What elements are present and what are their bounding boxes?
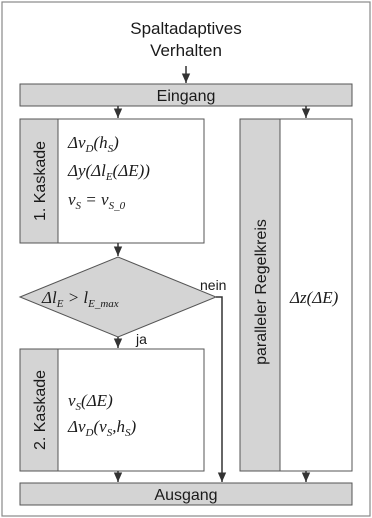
- decision-no-label: nein: [200, 277, 226, 293]
- cascade1-formula-3: vS = vS_0: [68, 190, 126, 212]
- cascade1-formula-2: Δy(ΔlE(ΔE)): [67, 161, 150, 183]
- decision-condition: ΔlE > lE_max: [41, 288, 119, 310]
- title-line-1: Spaltadaptives: [130, 19, 242, 38]
- parallel-label: paralleler Regelkreis: [253, 219, 270, 365]
- output-bar-label: Ausgang: [154, 487, 217, 504]
- decision-yes-label: ja: [135, 331, 147, 347]
- parallel-formula: Δz(ΔE): [289, 288, 339, 307]
- cascade2-formula-2: ΔvD(vS,hS): [67, 417, 136, 439]
- cascade1-formula-1: ΔvD(hS): [67, 133, 119, 155]
- cascade2-label: 2. Kaskade: [32, 370, 49, 450]
- parallel-label-column: [239, 118, 281, 472]
- cascade1-label-column: [19, 118, 59, 244]
- cascade2-label-column: [19, 348, 59, 472]
- input-bar-label: Eingang: [157, 88, 216, 105]
- cascade2-formula-1: vS(ΔE): [68, 391, 113, 413]
- input-bar: [19, 83, 353, 107]
- arrow-no-branch: [216, 296, 227, 482]
- title-line-2: Verhalten: [150, 41, 222, 60]
- output-bar: [19, 482, 353, 506]
- cascade1-label: 1. Kaskade: [32, 141, 49, 221]
